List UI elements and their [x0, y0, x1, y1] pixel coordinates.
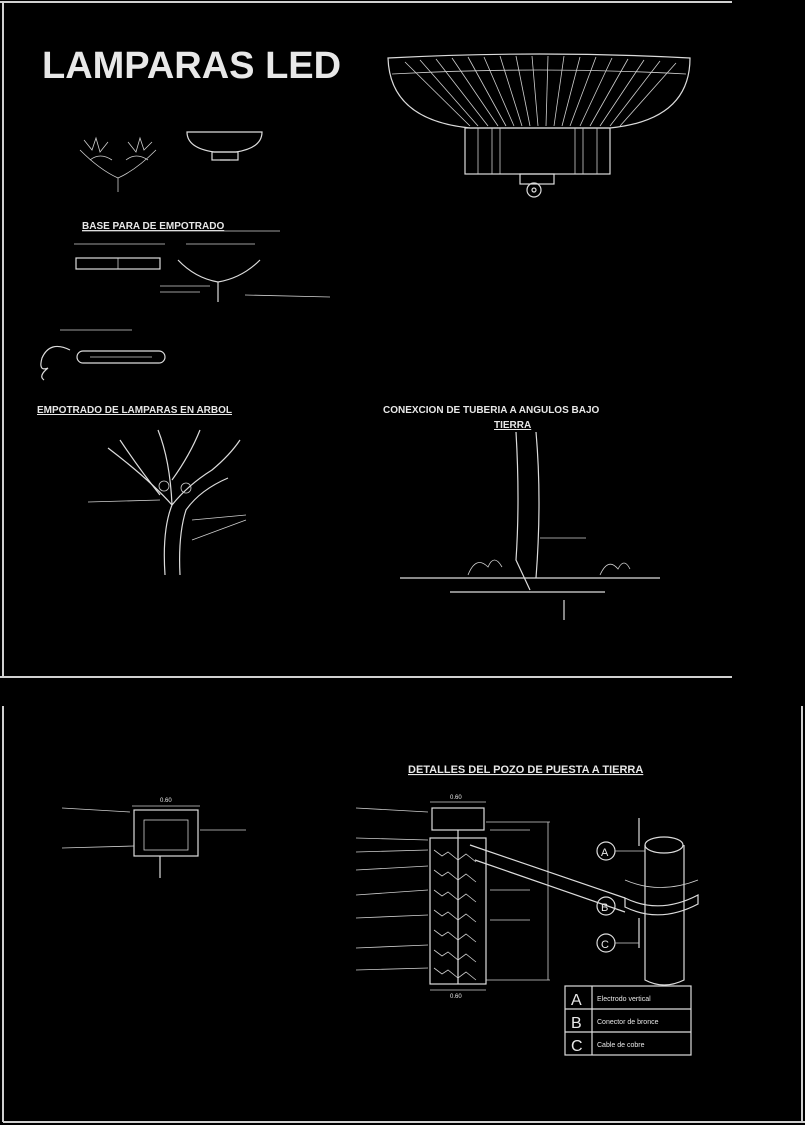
legend-key-b: B — [571, 1015, 582, 1032]
pit-plan-detail: 0.60 — [61, 798, 246, 878]
led-lamp-small-plants — [79, 136, 157, 192]
ground-section-title: CONEXCION DE TUBERIA A ANGULOS BAJO — [383, 405, 600, 416]
legend-key-a: A — [571, 992, 582, 1009]
pit-section-title: DETALLES DEL POZO DE PUESTA A TIERRA — [408, 764, 643, 776]
legend-label-a: Electrodo vertical — [597, 996, 651, 1003]
tree-lamp-detail — [87, 429, 247, 576]
tree-section-title: EMPOTRADO DE LAMPARAS EN ARBOL — [37, 405, 232, 416]
electrode-3d-detail: A B C — [596, 818, 699, 986]
legend-label-c: Cable de cobre — [597, 1042, 645, 1049]
callout-b — [596, 896, 616, 916]
ground-connection-detail — [400, 431, 660, 620]
legend-key-c: C — [571, 1038, 583, 1055]
callout-c-label: C — [601, 939, 609, 951]
pit-section-detail: 0.60 0.60 — [355, 795, 626, 1000]
legend-label-b: Conector de bronce — [597, 1019, 659, 1026]
led-lamp-small-bowl — [186, 131, 263, 161]
led-lamp-large — [387, 53, 691, 198]
dim-section-top: 0.60 — [450, 795, 462, 801]
callout-b-label: B — [601, 902, 608, 914]
main-title: LAMPARAS LED — [42, 45, 341, 87]
base-detail — [74, 243, 331, 302]
dim-plan: 0.60 — [160, 798, 172, 804]
dim-section-bottom: 0.60 — [450, 994, 462, 1000]
base-section-title: BASE PARA DE EMPOTRADO — [82, 221, 224, 232]
callout-a-label: A — [601, 847, 609, 859]
ground-section-title-2: TIERRA — [494, 420, 531, 431]
cable-detail — [40, 329, 166, 381]
legend-table: A B C Electrodo vertical Conector de bro… — [564, 985, 692, 1056]
